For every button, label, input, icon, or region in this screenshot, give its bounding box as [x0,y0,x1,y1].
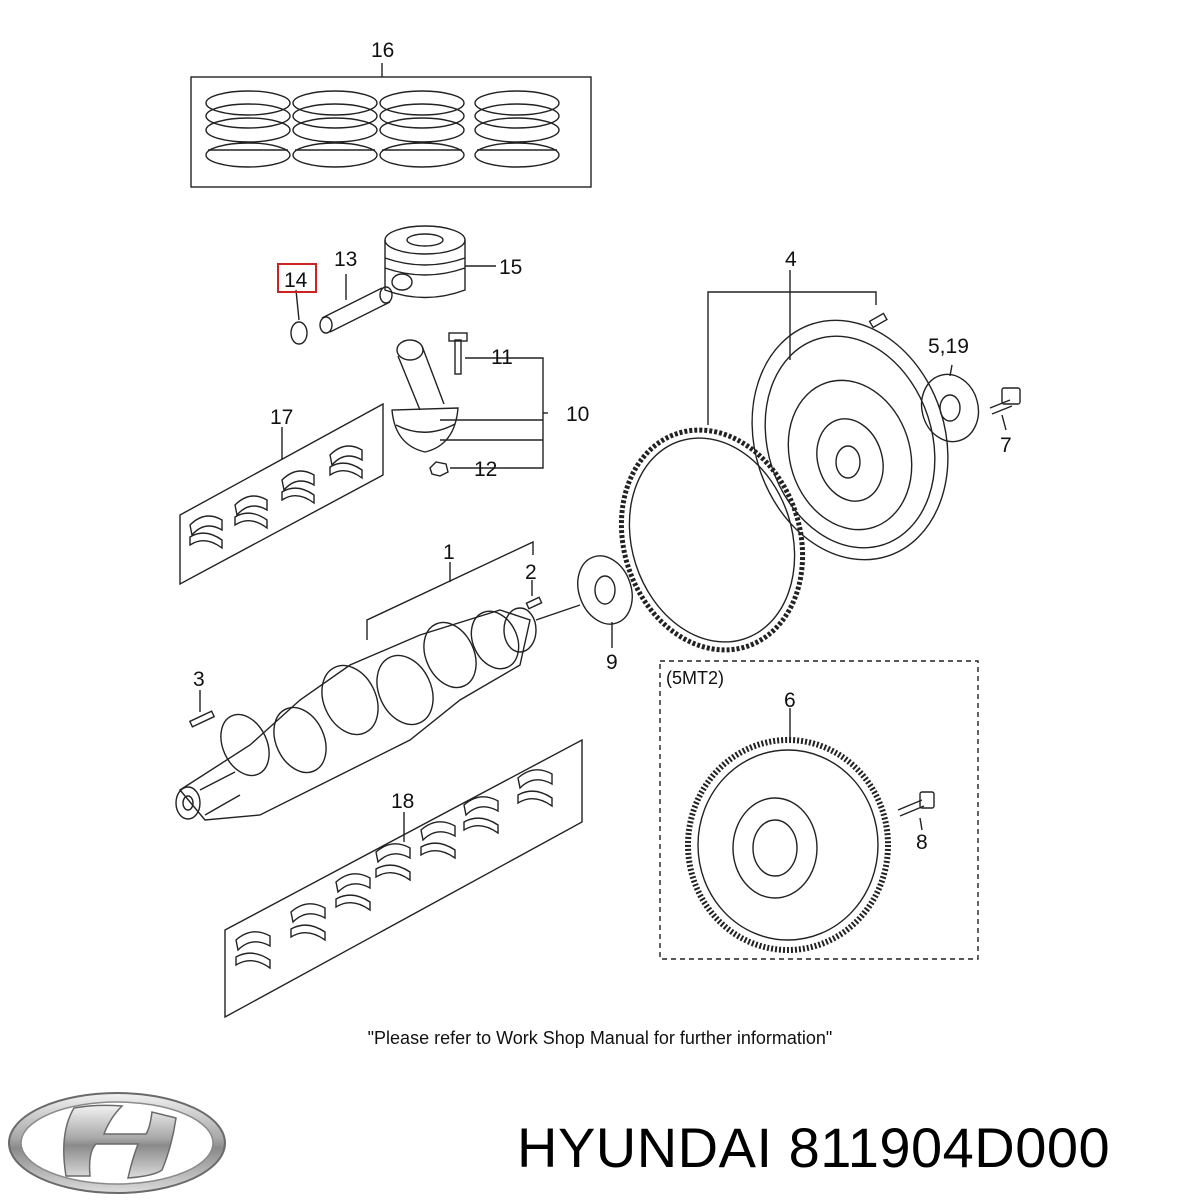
product-title: HYUNDAI 811904D000 [517,1108,1193,1188]
callout-9: 9 [606,651,618,674]
connecting-rod [391,332,548,477]
callout-13: 13 [334,248,357,271]
callout-17: 17 [270,406,293,429]
piston-pin [319,274,393,334]
callout-10: 10 [566,403,589,426]
piston-ring-set [190,63,592,188]
callout-4: 4 [785,248,797,271]
callout-6: 6 [784,689,796,712]
hyundai-logo-icon [8,1092,226,1194]
callout-12: 12 [474,458,497,481]
callout-18: 18 [391,790,414,813]
rod-bearing-set [179,402,384,586]
callout-2: 2 [525,561,537,584]
flywheel-assembly [618,270,949,653]
snap-ring [290,289,308,345]
callout-8: 8 [916,831,928,854]
variant-label: (5MT2) [666,668,724,688]
callout-1: 1 [443,541,455,564]
crankshaft [175,540,581,821]
main-bearing-set [224,738,583,1019]
callout-11: 11 [491,346,513,369]
adapter-plate [920,364,1021,443]
piston [384,225,496,299]
callout-15: 15 [499,256,522,279]
callout-3: 3 [193,668,205,691]
callout-16: 16 [371,39,394,62]
callout-5-19: 5,19 [928,335,969,358]
part-number: 811904D000 [788,1116,1111,1179]
reluctor-plate [577,555,633,648]
variant-box-5mt2 [659,660,979,960]
callout-7: 7 [1000,434,1012,457]
highlight-box [277,263,317,293]
brand-name: HYUNDAI [517,1116,773,1179]
callout-14: 14 [284,269,308,292]
footnote: "Please refer to Work Shop Manual for fu… [368,1028,833,1048]
